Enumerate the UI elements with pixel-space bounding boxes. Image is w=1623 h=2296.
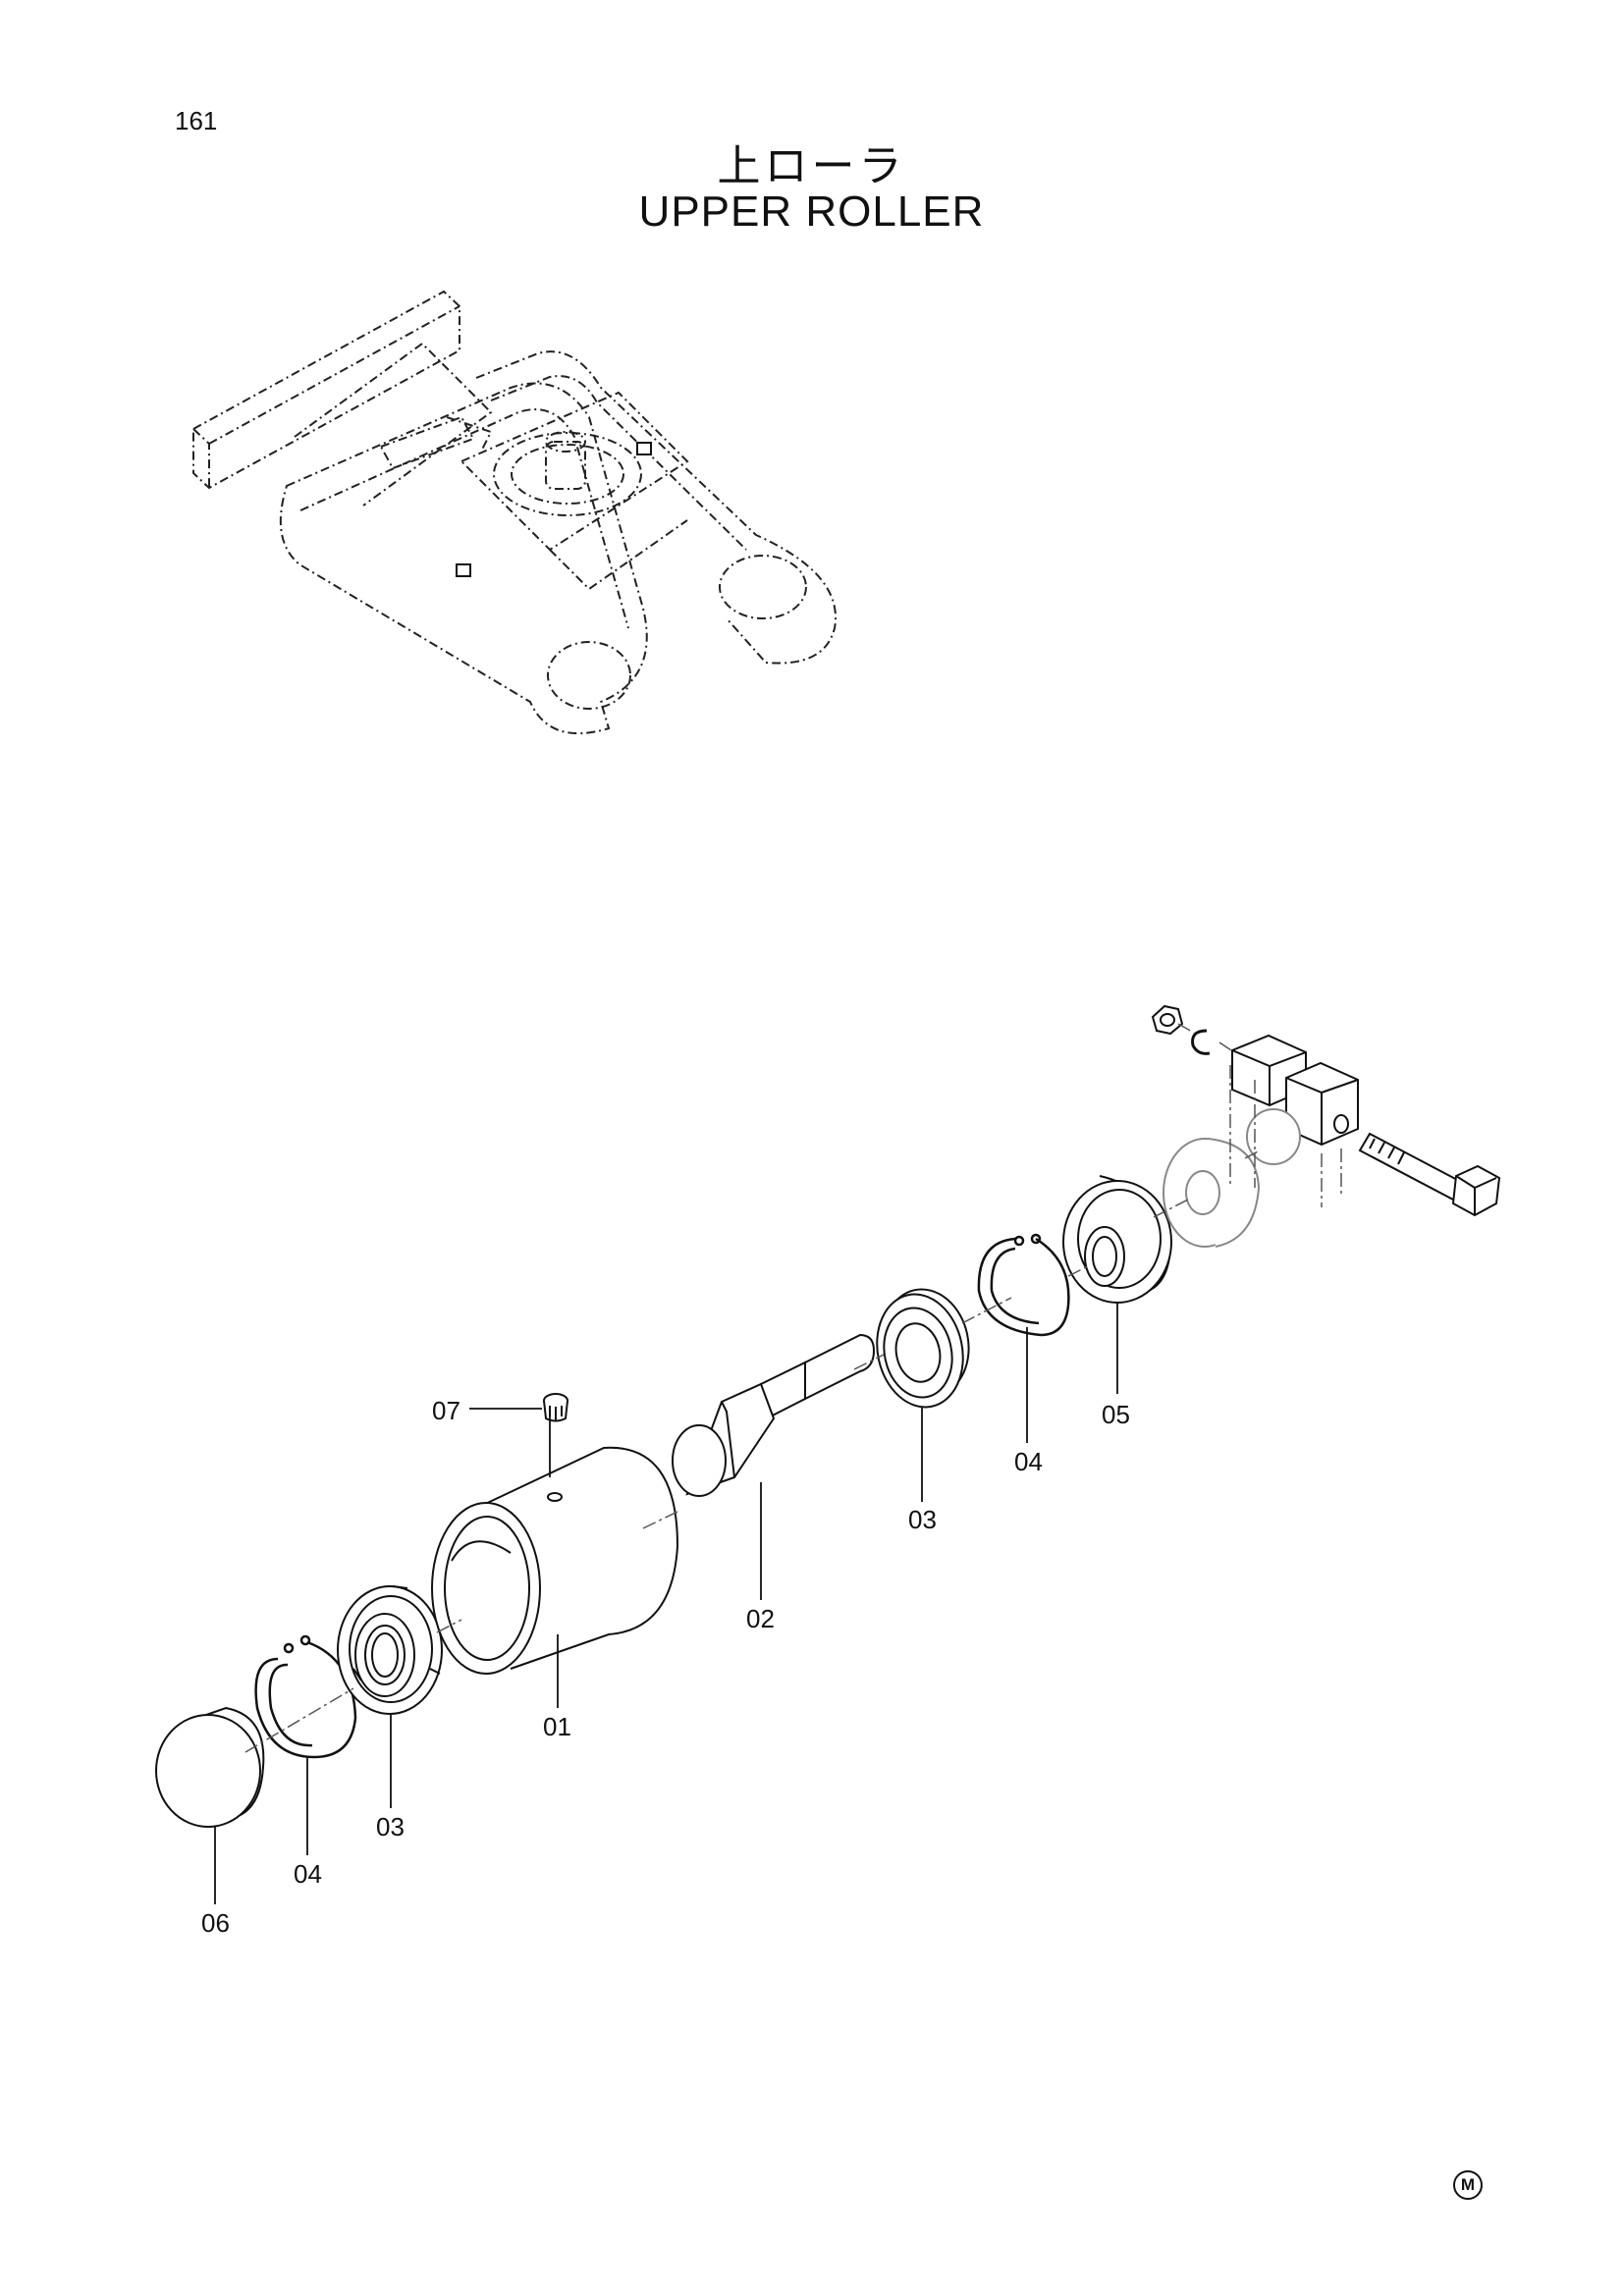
bearing-03-left: [337, 1585, 443, 1715]
callout-01: 01: [543, 1712, 571, 1741]
page-title-japanese: 上ローラ: [717, 141, 906, 191]
callout-04-right: 04: [1014, 1447, 1043, 1476]
bearing-03-right: [876, 1288, 970, 1409]
bolt: [1358, 1132, 1501, 1217]
callout-07: 07: [432, 1396, 460, 1425]
snap-ring-04-right: [977, 1233, 1070, 1337]
plug-07: [543, 1393, 568, 1422]
assembly-centerline: [244, 1023, 1342, 1753]
roller-body-01: [431, 1446, 679, 1675]
callout-03-left: 03: [376, 1812, 405, 1842]
callout-03-right: 03: [908, 1505, 937, 1534]
callout-02: 02: [746, 1604, 775, 1633]
thrust-washer: [1163, 1138, 1261, 1248]
leader-lines: [214, 1303, 1118, 1904]
shaft-02: [672, 1333, 876, 1497]
nut-and-lock-washer: [1151, 1004, 1211, 1055]
manufacturer-mark: M: [1453, 2170, 1483, 2200]
snap-ring-04-left: [254, 1634, 357, 1759]
seal-collar-05: [1062, 1175, 1172, 1304]
callout-04-left: 04: [294, 1859, 322, 1889]
bracket: [1231, 1034, 1359, 1165]
page-title: UPPER ROLLER: [638, 187, 985, 236]
callout-05: 05: [1102, 1400, 1130, 1429]
cap-06: [155, 1706, 265, 1828]
upper-roller-location-marker: [456, 442, 652, 577]
page-number: 161: [175, 106, 218, 135]
undercarriage-illustration: [192, 290, 837, 735]
callout-06: 06: [201, 1908, 230, 1938]
